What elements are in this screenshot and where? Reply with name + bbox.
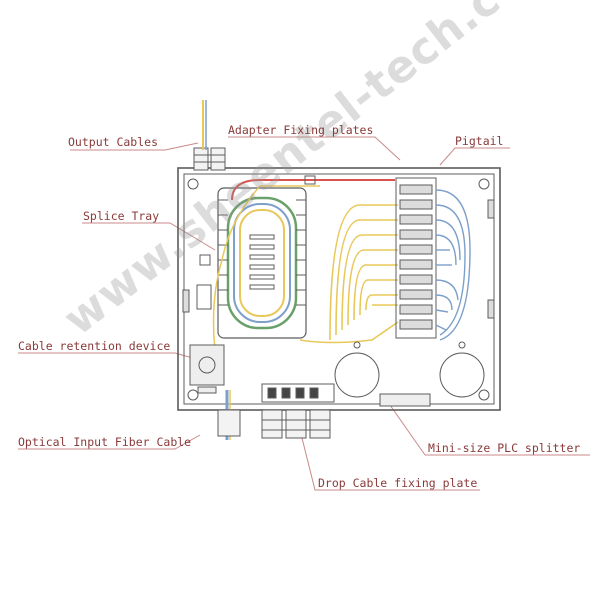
label-splice-tray: Splice Tray (83, 209, 160, 223)
leader-drop-cable (299, 429, 480, 491)
label-pigtail: Pigtail (455, 134, 504, 148)
plc-splitter-area (334, 341, 485, 407)
label-output-cables: Output Cables (68, 135, 159, 149)
mount-hole-tl (187, 178, 199, 190)
label-adapter-fixing-plates: Adapter Fixing plates (228, 123, 374, 137)
leader-cable-retention (18, 352, 201, 361)
enclosure (177, 167, 501, 411)
fixing-clips (196, 175, 316, 310)
drop-cable-glands (261, 409, 331, 439)
cable-retention-device (189, 344, 225, 394)
splice-tray (212, 179, 395, 351)
leader-plc-splitter-diag (389, 404, 426, 456)
label-mini-plc-splitter: Mini-size PLC splitter (428, 441, 581, 455)
mini-plc-splitter-body (379, 393, 431, 407)
output-cable-gland (193, 100, 226, 171)
label-drop-cable-fixing-plate: Drop Cable fixing plate (318, 476, 478, 490)
mount-hole-bl (187, 389, 199, 401)
leader-pigtail (439, 147, 510, 166)
leader-output-cables (70, 142, 199, 151)
hinge-left (182, 289, 190, 313)
mount-hole-tr (478, 178, 490, 190)
enclosure-outer (177, 167, 501, 411)
mount-hole-br (478, 389, 490, 401)
hinge-right (487, 199, 495, 219)
leader-optical-input (18, 434, 201, 450)
label-optical-input-fiber-cable: Optical Input Fiber Cable (18, 435, 192, 449)
leader-splice-tray (82, 222, 216, 251)
leader-adapter-plates (228, 136, 401, 161)
yellow-fibers (299, 204, 399, 344)
drop-cable-fixing-plate (261, 383, 335, 403)
adapter-fixing-plate (395, 177, 437, 339)
enclosure-inner (183, 173, 495, 405)
hinge-right-2 (487, 299, 495, 319)
leader-lines (18, 136, 590, 491)
pigtail-fibers (435, 189, 471, 341)
optical-input-cable (217, 390, 241, 440)
label-cable-retention-device: Cable retention device (18, 339, 171, 353)
